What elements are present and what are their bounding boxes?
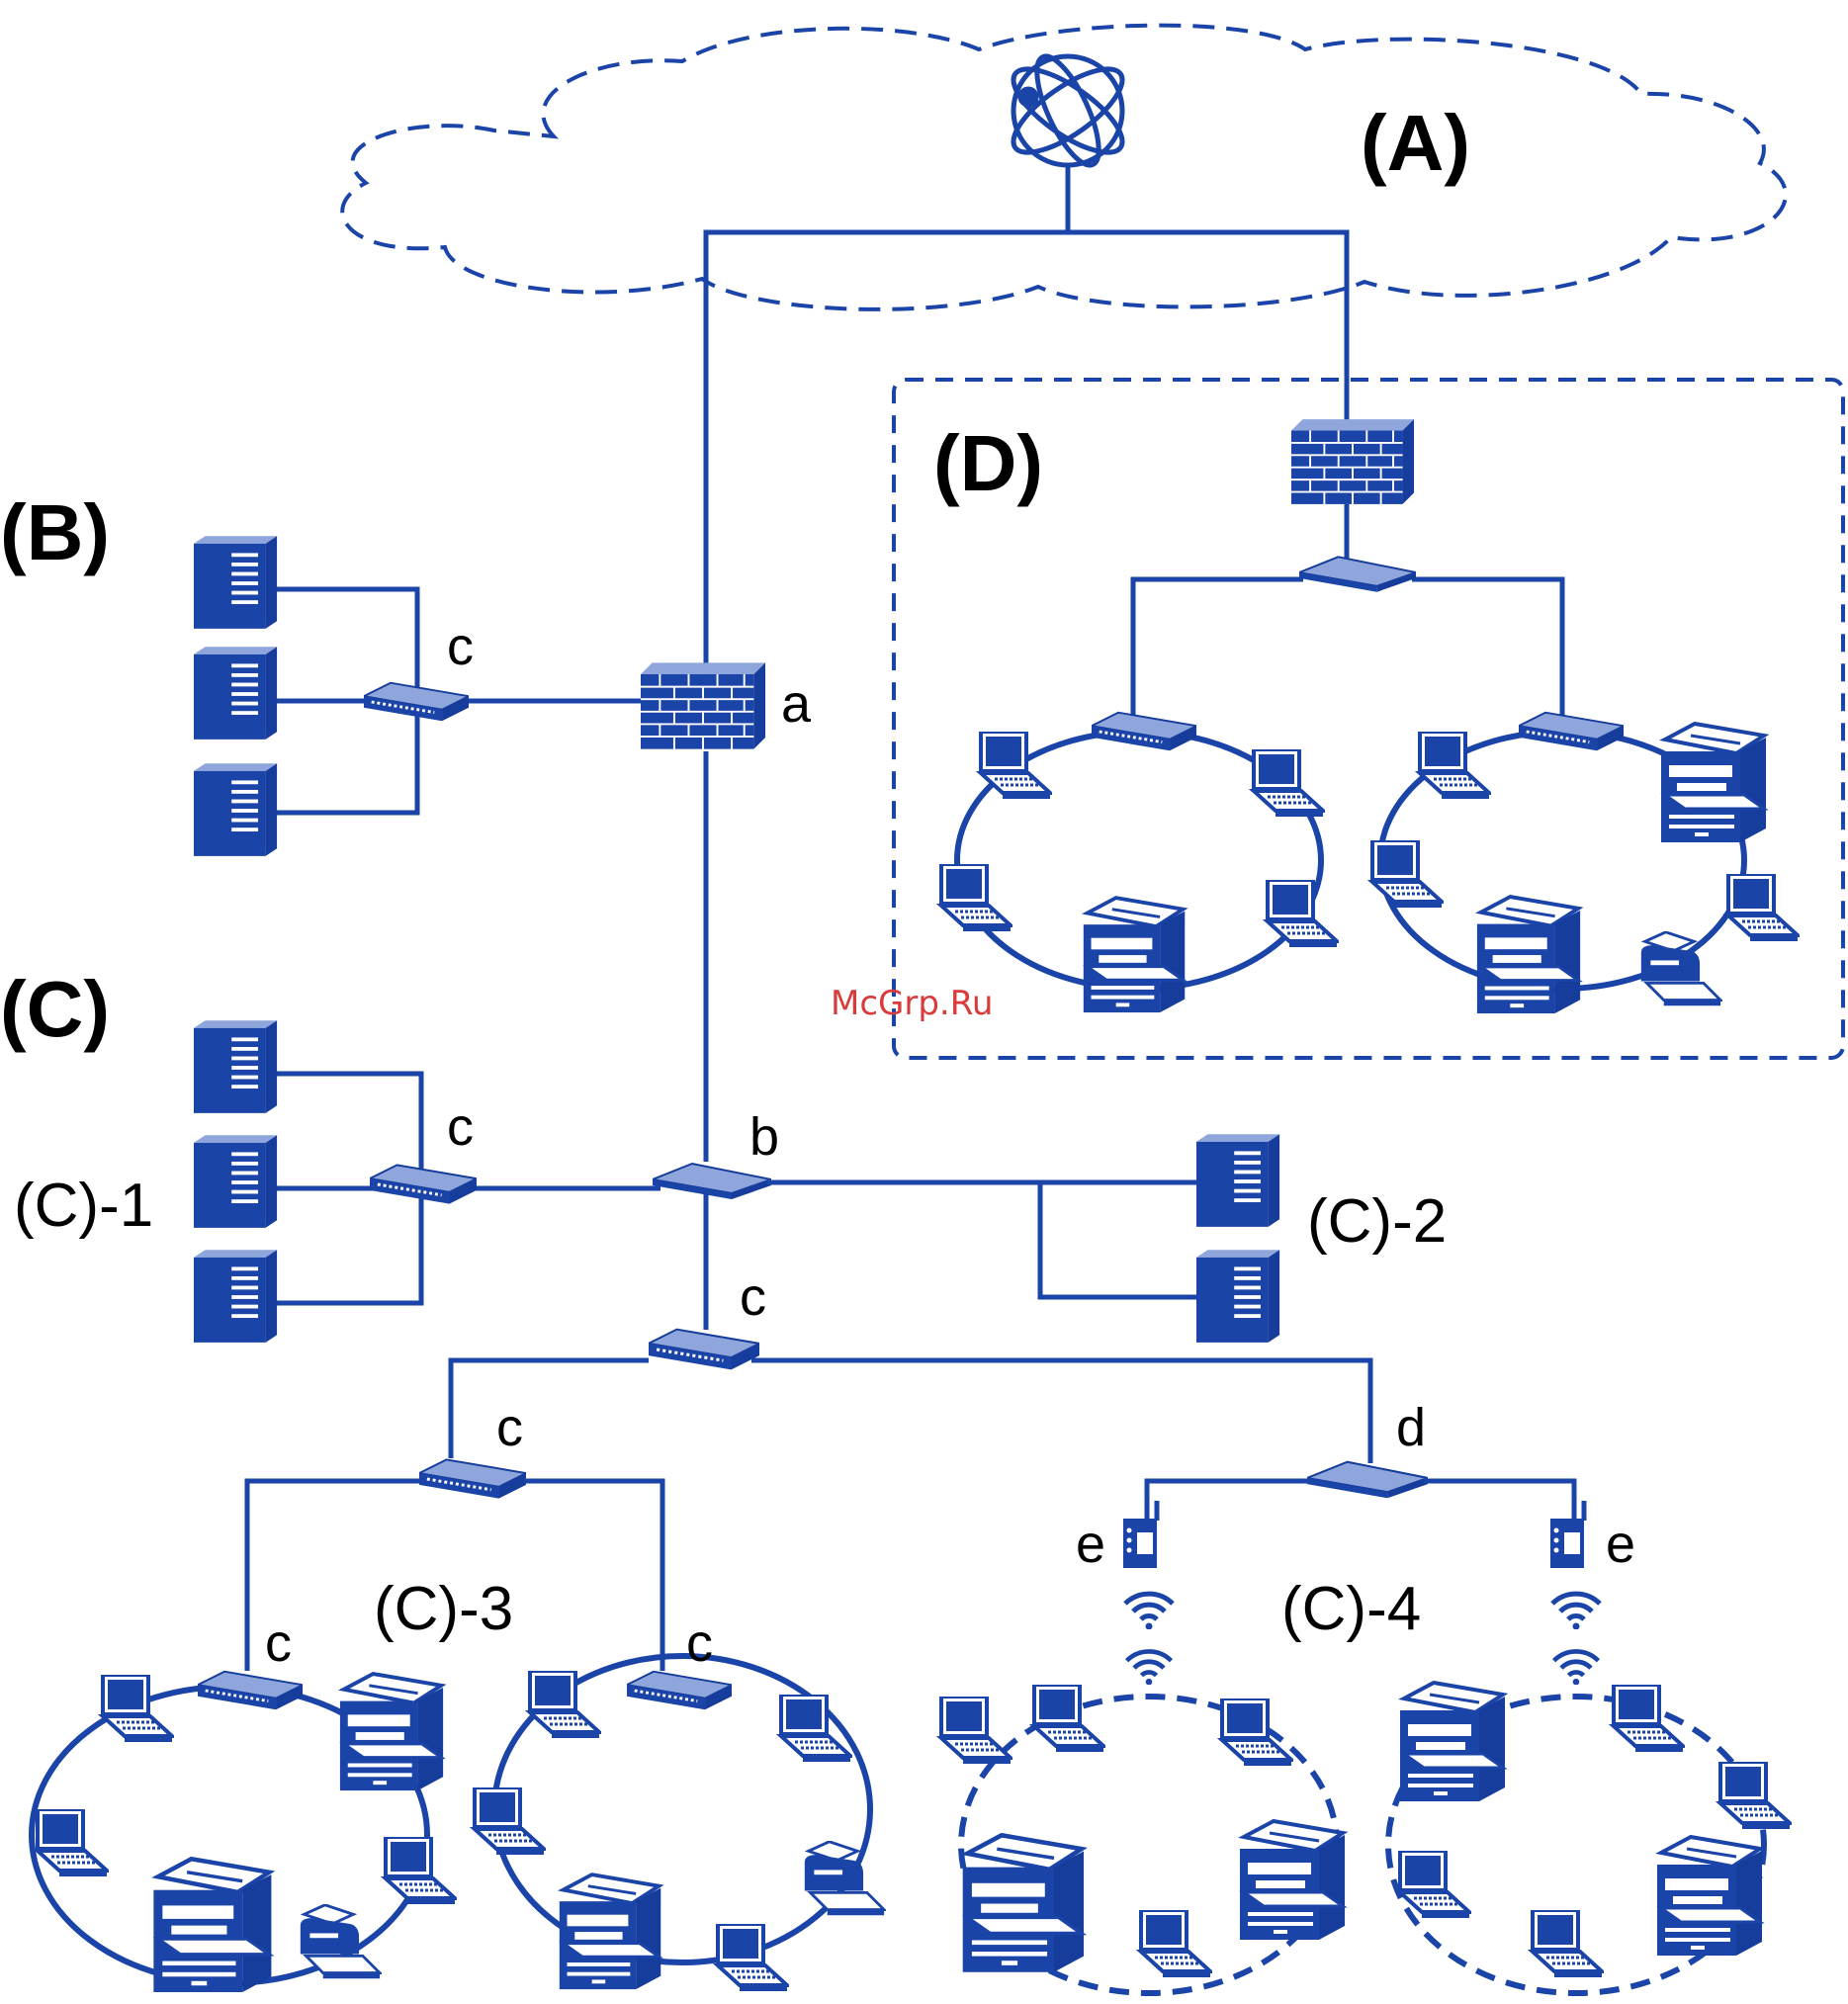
server-icon bbox=[194, 1135, 277, 1228]
printer-icon bbox=[1477, 897, 1580, 1013]
router-icon bbox=[1299, 557, 1416, 591]
label-segment-b: (B) bbox=[0, 488, 110, 576]
scanner-icon bbox=[805, 1842, 884, 1916]
printer-icon bbox=[1084, 898, 1185, 1012]
router-icon bbox=[653, 1164, 771, 1199]
server-icon bbox=[1196, 1250, 1279, 1343]
label-segment-c2: (C)-2 bbox=[1307, 1187, 1447, 1256]
label-segment-d: (D) bbox=[933, 419, 1043, 507]
laptop-icon bbox=[1533, 1910, 1602, 1977]
wifi-signal-icon bbox=[1127, 1651, 1172, 1685]
switch-icon bbox=[198, 1672, 303, 1710]
laptop-icon bbox=[530, 1671, 599, 1738]
segment-d-links bbox=[1133, 504, 1562, 718]
wifi-signal-icon bbox=[1552, 1594, 1600, 1629]
laptop-icon bbox=[718, 1924, 787, 1991]
label-segment-c4: (C)-4 bbox=[1281, 1575, 1421, 1643]
laptop-icon bbox=[1400, 1851, 1469, 1918]
printer-icon bbox=[153, 1859, 271, 1992]
server-icon bbox=[194, 763, 277, 856]
switch-icon bbox=[364, 683, 469, 722]
switch-icon bbox=[1519, 713, 1624, 751]
label-firewall-a: a bbox=[781, 674, 812, 734]
laptop-icon bbox=[1222, 1699, 1291, 1766]
switch-icon bbox=[419, 1459, 526, 1498]
server-icon bbox=[194, 536, 277, 629]
laptop-icon bbox=[103, 1675, 172, 1742]
printer-icon bbox=[1400, 1683, 1505, 1801]
label-switch-c: c bbox=[496, 1398, 523, 1457]
server-icon bbox=[194, 1020, 277, 1113]
label-switch-c: c bbox=[686, 1613, 713, 1673]
scanner-icon bbox=[1641, 932, 1720, 1006]
firewall-icon bbox=[1291, 419, 1414, 504]
printer-icon bbox=[1661, 724, 1766, 842]
firewall-icon bbox=[641, 662, 765, 748]
wifi-signal-icon bbox=[1554, 1651, 1599, 1685]
wifi-signal-icon bbox=[1125, 1594, 1173, 1629]
printer-icon bbox=[1240, 1821, 1345, 1940]
watermark: McGrp.Ru bbox=[831, 984, 993, 1023]
label-internet: (A) bbox=[1361, 99, 1470, 187]
laptop-icon bbox=[1720, 1762, 1790, 1829]
printer-icon bbox=[963, 1835, 1084, 1971]
access-point-icon bbox=[1550, 1501, 1584, 1568]
globe-icon bbox=[1002, 48, 1134, 232]
label-segment-c: (C) bbox=[0, 965, 110, 1053]
laptop-icon bbox=[1034, 1685, 1103, 1752]
access-point-icon bbox=[1123, 1501, 1157, 1568]
printer-icon bbox=[1657, 1837, 1762, 1956]
label-switch-c: c bbox=[740, 1267, 766, 1327]
server-icon bbox=[194, 647, 277, 740]
label-access-point-e: e bbox=[1076, 1515, 1105, 1574]
laptop-icon bbox=[475, 1787, 544, 1855]
laptop-icon bbox=[1254, 749, 1323, 817]
switch-icon bbox=[627, 1672, 732, 1710]
laptop-icon bbox=[1268, 880, 1337, 947]
switch-icon bbox=[649, 1330, 759, 1370]
label-switch-c: c bbox=[447, 617, 474, 676]
laptop-icon bbox=[1728, 874, 1798, 941]
label-segment-c1: (C)-1 bbox=[14, 1172, 153, 1240]
printer-icon bbox=[560, 1874, 660, 1989]
label-segment-c3: (C)-3 bbox=[374, 1575, 513, 1643]
label-switch-c: c bbox=[265, 1613, 292, 1673]
label-router-d: d bbox=[1396, 1398, 1426, 1457]
segment-c2-links bbox=[767, 1182, 1196, 1297]
label-switch-c: c bbox=[447, 1097, 474, 1157]
switch-icon bbox=[370, 1165, 477, 1203]
laptop-icon bbox=[1372, 840, 1442, 908]
switch-icon bbox=[1092, 713, 1196, 751]
printer-icon bbox=[340, 1674, 443, 1790]
router-icon bbox=[1307, 1462, 1428, 1499]
server-icon bbox=[194, 1250, 277, 1343]
laptop-icon bbox=[38, 1809, 107, 1876]
laptop-icon bbox=[1141, 1910, 1210, 1977]
label-router-b: b bbox=[749, 1107, 779, 1167]
distribution-links bbox=[451, 1360, 1370, 1463]
server-icon bbox=[1196, 1134, 1279, 1227]
laptop-icon bbox=[386, 1837, 455, 1904]
laptop-icon bbox=[1420, 732, 1489, 799]
laptop-icon bbox=[941, 864, 1011, 931]
laptop-icon bbox=[941, 1697, 1011, 1764]
label-access-point-e: e bbox=[1606, 1515, 1635, 1574]
